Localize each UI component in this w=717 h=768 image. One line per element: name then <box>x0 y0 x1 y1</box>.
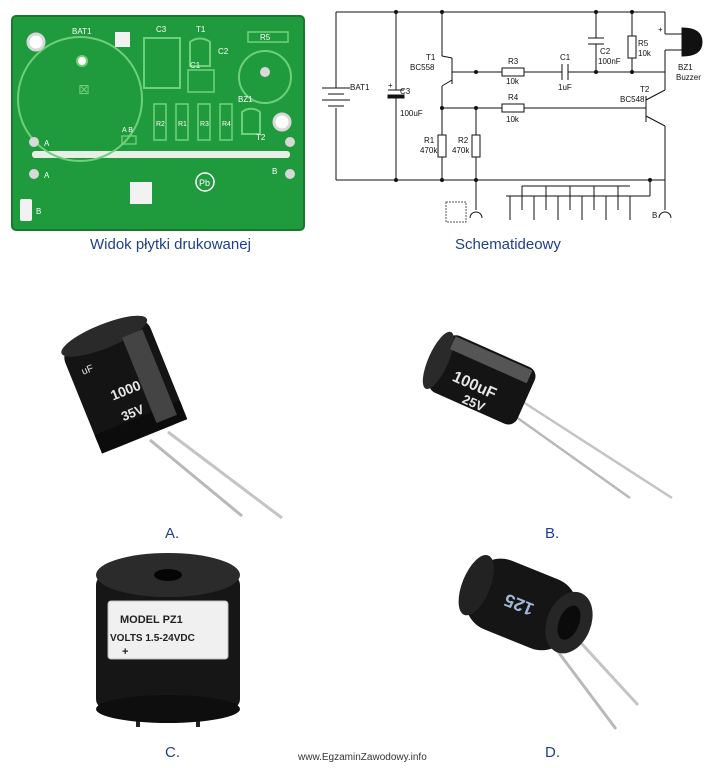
ab-connector <box>121 135 137 145</box>
pcb-pad <box>115 32 130 47</box>
pcb-label-r2: R2 <box>156 121 165 128</box>
pcb-pad <box>285 169 295 179</box>
option-a-label[interactable]: A. <box>165 525 180 542</box>
option-b-capacitor-image: 100uF 25V <box>422 331 673 500</box>
schematic-caption: Schematideowy <box>455 236 561 253</box>
schematic-label-buzzer: Buzzer <box>676 73 701 82</box>
pcb-label-bz1: BZ1 <box>238 95 253 104</box>
schematic-label-b: B <box>652 211 657 220</box>
pcb-board-view: ⊠ Pb BAT1 C3 T1 R5 C2 C1 BZ1 R2 R1 R3 R4… <box>11 15 305 231</box>
pcb-label-c2: C2 <box>218 47 229 56</box>
pcb-label-r3: R3 <box>200 121 209 128</box>
recycle-bin-icon: ⊠ <box>78 81 90 97</box>
pcb-board <box>11 15 305 231</box>
pcb-label-r4: R4 <box>222 121 231 128</box>
resistor-footprint <box>153 103 167 141</box>
schematic-label-t1: T1 <box>426 53 436 62</box>
schematic-label-t2-part: BC548 <box>620 95 645 104</box>
schematic-label-r1: R1 <box>424 136 435 145</box>
resistor-footprint <box>219 103 233 141</box>
battery-plus-pad <box>76 55 88 67</box>
schematic-plus-buzzer: + <box>658 25 663 34</box>
option-c-marking-plus: + <box>122 646 128 658</box>
pcb-label-bat1: BAT1 <box>72 27 92 36</box>
pcb-pad <box>29 137 39 147</box>
schematic-label-bz1: BZ1 <box>678 63 693 72</box>
schematic-diagram: T1 BC558 R3 10k C1 1uF C2 100nF R5 10k B… <box>322 10 703 223</box>
battery-footprint <box>17 36 143 162</box>
pcb-label-r5: R5 <box>260 33 271 42</box>
pcb-label-t1: T1 <box>196 25 206 34</box>
schematic-label-r2-val: 470k <box>452 146 470 155</box>
buzzer-pad <box>260 67 270 77</box>
pcb-label-c3: C3 <box>156 25 167 34</box>
mounting-hole <box>26 32 46 52</box>
pcb-pad <box>130 182 152 204</box>
pcb-slot <box>32 151 290 158</box>
schematic-label-c1-val: 1uF <box>558 83 572 92</box>
pcb-label-c1: C1 <box>190 61 201 70</box>
junction-dots <box>394 10 652 182</box>
schematic-label-r2: R2 <box>458 136 469 145</box>
pcb-caption: Widok płytki drukowanej <box>90 236 251 253</box>
c3-footprint <box>143 37 181 89</box>
mounting-hole <box>272 112 292 132</box>
resistor-footprint <box>197 103 211 141</box>
schematic-label-c1: C1 <box>560 53 571 62</box>
qr-code-icon <box>445 201 467 223</box>
option-c-label[interactable]: C. <box>165 744 180 761</box>
c1-footprint <box>187 69 215 93</box>
pcb-label-t2: T2 <box>256 133 266 142</box>
pcb-pad <box>285 137 295 147</box>
pcb-label-ab: A B <box>122 127 133 134</box>
option-a-marking-unit: uF <box>80 363 95 378</box>
schematic-label-t2: T2 <box>640 85 650 94</box>
option-b-label[interactable]: B. <box>545 525 560 542</box>
schematic-label-r3-val: 10k <box>506 77 520 86</box>
pcb-logo <box>195 172 215 192</box>
r5-footprint <box>247 31 289 43</box>
option-d-inductor-image: 125 <box>458 555 640 730</box>
pcb-pad <box>20 199 32 221</box>
pcb-label-a2: A <box>44 171 50 180</box>
schematic-label-c2-val: 100nF <box>598 57 621 66</box>
footer-site: www.EgzaminZawodowy.info <box>298 752 427 763</box>
option-c-marking-volts: VOLTS 1.5-24VDC <box>110 633 195 644</box>
pcb-label-a: A <box>44 139 50 148</box>
buzzer-footprint <box>238 50 292 104</box>
pcb-label-r1: R1 <box>178 121 187 128</box>
pcb-pad <box>29 169 39 179</box>
pcb-label-b: B <box>272 167 277 176</box>
schematic-label-r4-val: 10k <box>506 115 520 124</box>
schematic-plus-c3: + <box>388 81 393 90</box>
option-d-label[interactable]: D. <box>545 744 560 761</box>
resistor-footprint <box>175 103 189 141</box>
schematic-label-r3: R3 <box>508 57 519 66</box>
schematic-label-c3: C3 <box>400 87 411 96</box>
schematic-label-r4: R4 <box>508 93 519 102</box>
pcb-label-b2: B <box>36 207 41 216</box>
t2-footprint <box>241 107 261 135</box>
schematic-label-c3-val: 100uF <box>400 109 423 118</box>
option-a-capacitor-image: 1000 35V uF <box>61 315 283 520</box>
schematic-label-r5: R5 <box>638 39 649 48</box>
option-c-buzzer-image: MODEL PZ1 VOLTS 1.5-24VDC + <box>96 553 240 727</box>
schematic-label-c2: C2 <box>600 47 611 56</box>
schematic-label-r5-val: 10k <box>638 49 652 58</box>
schematic-label-r1-val: 470k <box>420 146 438 155</box>
schematic-label-t1-part: BC558 <box>410 63 435 72</box>
option-c-marking-model: MODEL PZ1 <box>120 614 183 626</box>
schematic-label-bat1: BAT1 <box>350 83 370 92</box>
t1-footprint <box>189 37 211 67</box>
pcb-logo-text: Pb <box>199 178 210 188</box>
